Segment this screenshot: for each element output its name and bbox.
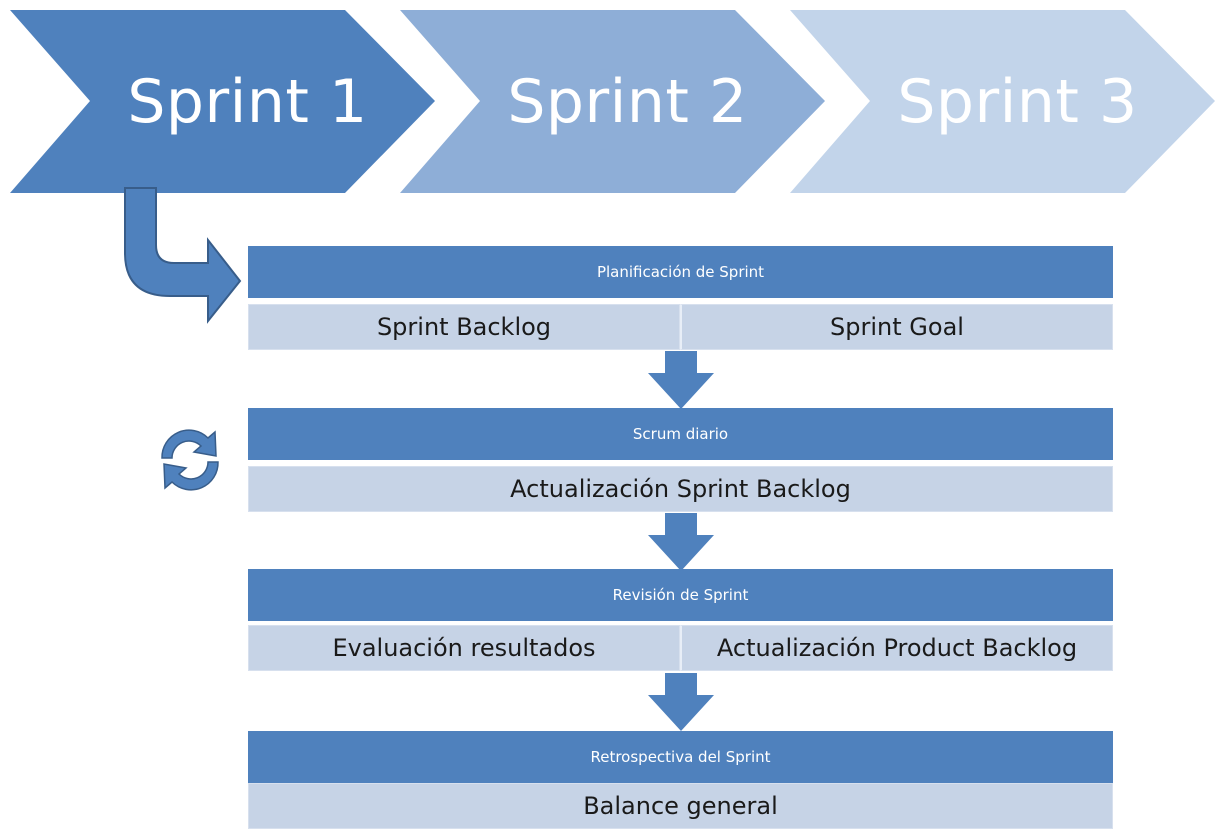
daily-header: Scrum diario [248, 408, 1113, 460]
sprint-3-label: Sprint 3 [897, 66, 1138, 137]
sprint-goal-label: Sprint Goal [830, 313, 964, 341]
daily-row: Actualización Sprint Backlog [248, 466, 1113, 512]
cycle-icon [161, 429, 219, 491]
sprint-goal-cell: Sprint Goal [680, 304, 1113, 350]
retro-row: Balance general [248, 783, 1113, 829]
retro-title: Retrospectiva del Sprint [590, 748, 771, 766]
review-row: Evaluación resultados Actualización Prod… [248, 625, 1113, 671]
planning-title: Planificación de Sprint [596, 263, 765, 281]
sprint-backlog-label: Sprint Backlog [376, 313, 552, 341]
sprint-2-label: Sprint 2 [507, 66, 748, 137]
product-backlog-update-cell: Actualización Product Backlog [680, 625, 1113, 671]
down-arrow-icon [648, 673, 714, 731]
down-arrow-icon [648, 351, 714, 409]
results-evaluation-cell: Evaluación resultados [248, 625, 680, 671]
sprint-2-chevron: Sprint 2 [400, 10, 825, 193]
bent-arrow-icon [124, 187, 242, 324]
daily-update-cell: Actualización Sprint Backlog [248, 466, 1113, 512]
review-header: Revisión de Sprint [248, 569, 1113, 621]
retro-header: Retrospectiva del Sprint [248, 731, 1113, 783]
daily-title: Scrum diario [632, 425, 729, 443]
sprint-3-chevron: Sprint 3 [790, 10, 1215, 193]
product-backlog-update-label: Actualización Product Backlog [716, 634, 1078, 662]
daily-update-label: Actualización Sprint Backlog [510, 475, 851, 503]
review-title: Revisión de Sprint [612, 586, 749, 604]
results-evaluation-label: Evaluación resultados [332, 634, 596, 662]
general-balance-cell: Balance general [248, 783, 1113, 829]
sprint-1-chevron: Sprint 1 [10, 10, 435, 193]
planning-row: Sprint Backlog Sprint Goal [248, 304, 1113, 350]
planning-header: Planificación de Sprint [248, 246, 1113, 298]
down-arrow-icon [648, 513, 714, 571]
general-balance-label: Balance general [583, 792, 778, 820]
sprint-1-label: Sprint 1 [127, 66, 368, 137]
sprint-backlog-cell: Sprint Backlog [248, 304, 680, 350]
